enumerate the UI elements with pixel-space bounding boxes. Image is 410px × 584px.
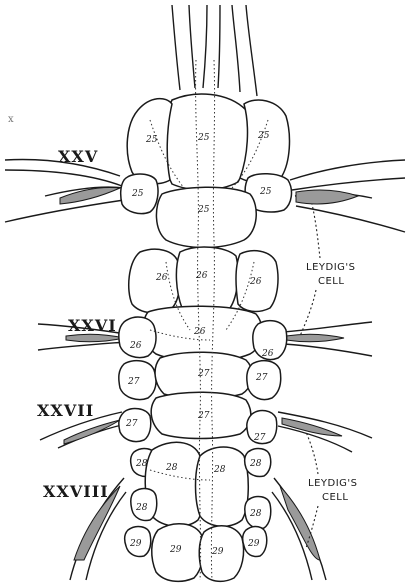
leader-line-lower-top xyxy=(306,432,318,474)
segment-label-xxviii: XXVIII xyxy=(43,482,109,501)
cell-number: 25 xyxy=(197,133,210,143)
cell-number: 25 xyxy=(259,187,272,197)
cell-number: 26 xyxy=(155,273,168,283)
cell-25-lower xyxy=(156,187,256,247)
cell-number: 26 xyxy=(129,341,142,351)
annotation-leydig-upper-line1: LEYDIG'S xyxy=(306,262,356,273)
cell-number: 28 xyxy=(135,503,148,513)
cell-26-left-small xyxy=(119,317,156,357)
cell-number: 28 xyxy=(165,463,178,473)
cell-number: 27 xyxy=(197,369,210,379)
cell-number: 25 xyxy=(131,189,144,199)
cell-number: 28 xyxy=(213,465,226,475)
cell-number: 29 xyxy=(211,547,224,557)
cell-number: 25 xyxy=(257,131,270,141)
cell-number: 27 xyxy=(253,433,266,443)
margin-mark: x xyxy=(8,114,14,125)
cell-number: 27 xyxy=(127,377,140,387)
cell-number: 26 xyxy=(261,349,274,359)
cell-number: 28 xyxy=(249,459,262,469)
cell-number: 26 xyxy=(249,277,262,287)
cell-25-right-top xyxy=(240,100,289,183)
cell-number: 25 xyxy=(145,135,158,145)
cell-number: 29 xyxy=(247,539,260,549)
cell-number: 26 xyxy=(195,271,208,281)
cell-number: 29 xyxy=(129,539,142,549)
cell-number: 28 xyxy=(135,459,148,469)
leader-line-upper-top xyxy=(312,204,320,258)
cell-number: 25 xyxy=(197,205,210,215)
segment-label-xxv: XXV xyxy=(58,147,98,166)
cell-number: 27 xyxy=(197,411,210,421)
cell-number: 28 xyxy=(249,509,262,519)
cell-number: 27 xyxy=(125,419,138,429)
cell-28-right-big xyxy=(196,447,249,526)
cell-number: 27 xyxy=(255,373,268,383)
segment-label-xxvii: XXVII xyxy=(37,401,94,420)
annotation-leydig-lower-line1: LEYDIG'S xyxy=(308,478,358,489)
annotation-leydig-lower-line2: CELL xyxy=(322,492,348,503)
segment-label-xxvi: XXVI xyxy=(68,316,117,335)
cell-26-left xyxy=(129,249,180,313)
leydig-annotations: LEYDIG'S CELL LEYDIG'S CELL xyxy=(300,204,358,548)
connective-nerves xyxy=(172,5,257,96)
cell-number: 26 xyxy=(193,327,206,337)
annotation-leydig-upper-line2: CELL xyxy=(318,276,344,287)
cell-number: 29 xyxy=(169,545,182,555)
